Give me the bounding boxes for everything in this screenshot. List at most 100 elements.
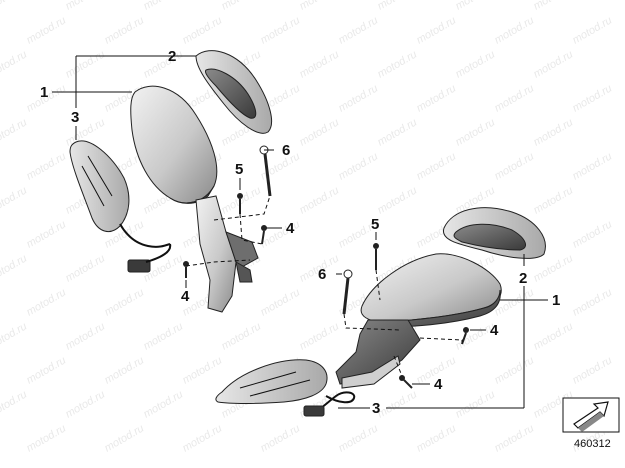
watermark-text: motod.ru [142, 0, 186, 13]
watermark-text: motod.ru [25, 354, 69, 386]
right-turn-signal [215, 359, 328, 404]
watermark-text: motod.ru [376, 0, 420, 13]
watermark-text: motod.ru [220, 320, 264, 352]
left-callout-5: 5 [235, 161, 243, 178]
watermark-text: motod.ru [493, 422, 537, 454]
watermark-text: motod.ru [454, 388, 498, 420]
watermark-text: motod.ru [571, 218, 615, 250]
watermark-text: motod.ru [64, 48, 108, 80]
left-stem-foot [235, 261, 253, 283]
left-callout-4b: 4 [181, 288, 190, 305]
left-callout-2: 2 [168, 48, 176, 65]
watermark-text: motod.ru [64, 0, 108, 13]
watermark-text: motod.ru [220, 0, 264, 13]
watermark-text: motod.ru [493, 150, 537, 182]
watermark-text: motod.ru [571, 354, 615, 386]
watermark-text: motod.ru [25, 286, 69, 318]
watermark-text: motod.ru [532, 0, 576, 13]
right-dash-c [419, 337, 463, 346]
right-screw-5 [373, 243, 379, 270]
watermark-text: motod.ru [532, 116, 576, 148]
watermark-text: motod.ru [415, 422, 459, 454]
right-callout-4a: 4 [490, 322, 499, 339]
watermark-text: motod.ru [298, 116, 342, 148]
left-turn-signal-connector [127, 259, 151, 273]
watermark-text: motod.ru [181, 422, 225, 454]
left-mirror-stem [195, 195, 237, 313]
watermark-text: motod.ru [259, 218, 303, 250]
watermark-text: motod.ru [220, 184, 264, 216]
watermark-text: motod.ru [0, 320, 29, 352]
watermark-text: motod.ru [259, 14, 303, 46]
watermark-text: motod.ru [142, 388, 186, 420]
watermark-text: motod.ru [532, 184, 576, 216]
watermark-text: motod.ru [64, 252, 108, 284]
watermark-text: motod.ru [25, 150, 69, 182]
right-head-rim [383, 289, 501, 327]
watermark-text: motod.ru [25, 422, 69, 454]
watermark-text: motod.ru [0, 388, 29, 420]
watermark-text: motod.ru [259, 286, 303, 318]
watermark-text: motod.ru [376, 48, 420, 80]
watermark-text: motod.ru [298, 320, 342, 352]
left-connector-lead [145, 243, 172, 263]
watermark-text: motod.ru [298, 0, 342, 13]
watermark-text: motod.ru [0, 184, 29, 216]
right-mirror-assembly: 1 2 3 6 5 4 4 [215, 207, 560, 417]
watermark-text: motod.ru [532, 48, 576, 80]
watermark-text: motod.ru [337, 82, 381, 114]
watermark-text: motod.ru [64, 320, 108, 352]
right-screw-4a [461, 327, 469, 345]
watermark-text: motod.ru [103, 286, 147, 318]
right-callout-4b: 4 [434, 376, 443, 393]
left-stem-clamp [225, 231, 259, 269]
watermark-text: motod.ru [25, 218, 69, 250]
watermark-text: motod.ru [454, 48, 498, 80]
right-dash-d [393, 355, 403, 377]
left-screw-4b [183, 261, 189, 278]
watermark-text: motod.ru [142, 48, 186, 80]
watermark-text: motod.ru [337, 14, 381, 46]
watermark-text: motod.ru [298, 184, 342, 216]
watermark-text: motod.ru [571, 150, 615, 182]
watermark-text: motod.ru [493, 82, 537, 114]
watermark-text: motod.ru [493, 14, 537, 46]
left-callout-1: 1 [40, 84, 48, 101]
right-screw-4b [399, 375, 413, 389]
watermark-text: motod.ru [103, 14, 147, 46]
watermark-text: motod.ru [571, 286, 615, 318]
watermark-text: motod.ru [532, 320, 576, 352]
right-glass-back [453, 223, 527, 251]
watermark-text: motod.ru [0, 116, 29, 148]
watermark-text: motod.ru [0, 48, 29, 80]
left-screw-4a [261, 225, 267, 245]
watermark-text: motod.ru [376, 116, 420, 148]
left-callout-6: 6 [282, 142, 290, 159]
right-turn-signal-ribs [239, 371, 311, 397]
watermark-text: motod.ru [571, 82, 615, 114]
right-turn-signal-wire [317, 391, 356, 411]
right-callout-3: 3 [372, 400, 380, 417]
right-dash-b [375, 269, 381, 301]
right-callout-2: 2 [519, 270, 527, 287]
watermark-text: motod.ru [181, 14, 225, 46]
watermark-text: motod.ru [454, 116, 498, 148]
watermark-text: motod.ru [454, 0, 498, 13]
watermark-text: motod.ru [415, 14, 459, 46]
watermark-text: motod.ru [103, 354, 147, 386]
left-callout-3: 3 [71, 109, 79, 126]
watermark-text: motod.ru [142, 320, 186, 352]
watermark-text: motod.ru [259, 422, 303, 454]
left-turn-signal [69, 140, 130, 233]
watermark-text: motod.ru [376, 184, 420, 216]
diagram-reference-number: 460312 [574, 438, 611, 450]
watermark-text: motod.ru [376, 388, 420, 420]
watermark-text: motod.ru [415, 82, 459, 114]
watermark-text: motod.ru [571, 14, 615, 46]
watermark-text: motod.ru [103, 422, 147, 454]
right-turn-signal-connector [303, 405, 325, 417]
watermark-text: motod.ru [64, 388, 108, 420]
watermark-text: motod.ru [0, 252, 29, 284]
